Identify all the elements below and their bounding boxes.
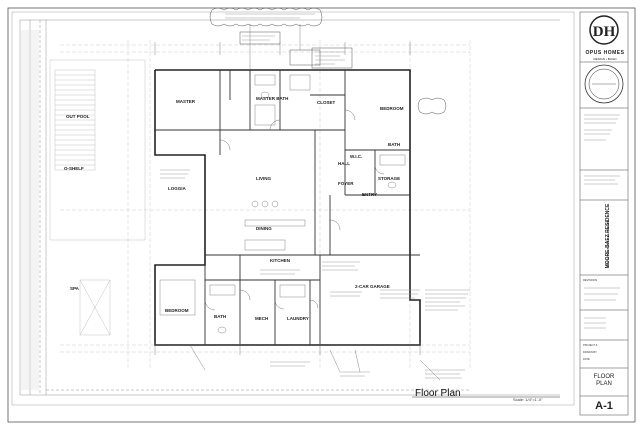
room-label-laundry: LAUNDRY: [287, 316, 309, 321]
project-number-label: PROJECT #: [583, 344, 598, 347]
room-label-living: LIVING: [256, 176, 272, 181]
project-subtitle: NEW SINGLE FAMILY RESIDENCE: [606, 219, 610, 269]
room-label-garage: 2-CAR GARAGE: [355, 284, 390, 289]
room-label-bedroom-2: BEDROOM: [165, 308, 189, 313]
firm-logo: DH: [589, 15, 619, 45]
room-label-oshelf: O-SHELF: [64, 166, 84, 171]
drawn-by-label: DRAWN BY: [583, 351, 597, 354]
room-label-wic: W.I.C.: [350, 154, 362, 159]
date-label: DATE: [583, 358, 590, 361]
room-label-master: MASTER: [176, 99, 196, 104]
room-label-master-bath: MASTER BATH: [256, 96, 288, 101]
firm-name: OPUS HOMES: [585, 50, 625, 56]
sheet-title-line-2: PLAN: [596, 381, 612, 387]
sheet-title: FLOOR PLAN: [585, 374, 623, 388]
room-label-pool: OUT POOL: [66, 114, 90, 119]
room-label-storage: STORAGE: [378, 176, 400, 181]
room-label-mech: MECH: [255, 316, 268, 321]
architect-seal: [584, 64, 624, 104]
room-label-hall: HALL: [338, 161, 350, 166]
room-label-foyer: FOYER: [338, 181, 354, 186]
logo-mark: DH: [593, 24, 616, 40]
room-label-entry: ENTRY: [362, 192, 377, 197]
firm-subtitle: DESIGN • BUILD: [593, 57, 617, 61]
drawing-title: Floor Plan: [415, 388, 461, 399]
room-label-kitchen: KITCHEN: [270, 258, 290, 263]
room-label-loggia: LOGGIA: [168, 186, 186, 191]
room-label-bath: BATH: [388, 142, 400, 147]
revisions-label: REVISIONS: [583, 279, 598, 282]
room-label-dining: DINING: [256, 226, 272, 231]
sheet-title-line-1: FLOOR: [593, 374, 615, 380]
room-label-spa: SPA: [70, 286, 80, 291]
room-label-bedroom: BEDROOM: [380, 106, 404, 111]
room-label-closet: CLOSET: [317, 100, 336, 105]
room-label-bath-2: BATH: [214, 314, 226, 319]
sheet-number: A-1: [595, 400, 613, 412]
drawing-scale: Scale: 1/4"=1'-0": [513, 397, 543, 402]
